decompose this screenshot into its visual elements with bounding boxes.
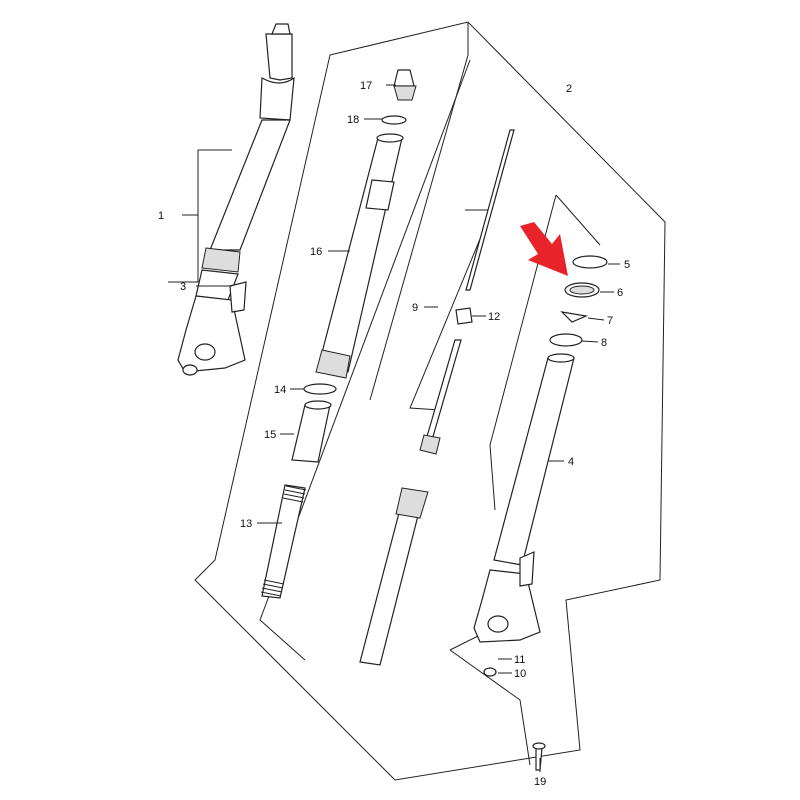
callout-10: 10 xyxy=(514,668,526,680)
callout-9: 9 xyxy=(412,302,418,314)
callout-11: 11 xyxy=(514,654,525,666)
spacer-parts xyxy=(291,383,337,463)
callouts: 1 2 3 4 5 6 7 8 9 10 11 12 13 14 15 16 1… xyxy=(158,80,630,788)
highlight-arrow xyxy=(520,222,568,276)
callout-19: 19 xyxy=(534,776,546,788)
fork-spring xyxy=(260,484,307,599)
outer-tube xyxy=(315,133,404,379)
callout-5: 5 xyxy=(624,259,630,271)
callout-3: 3 xyxy=(180,281,186,293)
callout-15: 15 xyxy=(264,429,276,441)
callout-8: 8 xyxy=(601,337,607,349)
damper-rod xyxy=(359,129,515,666)
fork-cap xyxy=(381,69,417,125)
leader-lines xyxy=(168,84,620,772)
callout-7: 7 xyxy=(607,315,613,327)
callout-1: 1 xyxy=(158,210,164,222)
inner-fork-leg xyxy=(473,255,608,771)
callout-13: 13 xyxy=(240,518,252,530)
callout-16: 16 xyxy=(310,246,322,258)
assembly-frame xyxy=(194,21,666,781)
callout-6: 6 xyxy=(617,287,623,299)
callout-4: 4 xyxy=(568,456,574,468)
callout-18: 18 xyxy=(347,114,359,126)
callout-12: 12 xyxy=(488,311,500,323)
callout-14: 14 xyxy=(274,384,286,396)
callout-2: 2 xyxy=(566,83,572,95)
fork-assembly-left xyxy=(177,23,295,376)
callout-17: 17 xyxy=(360,80,372,92)
